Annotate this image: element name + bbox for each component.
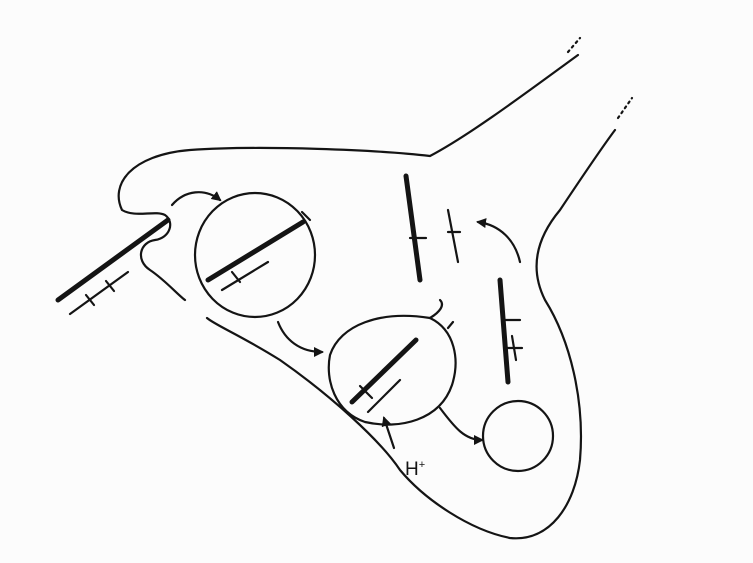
proton-label: H+ [405,459,425,480]
early-endosome [195,193,315,317]
arrow-endosome-to-late-endosome [278,322,322,352]
arrow-receptor-recycling [478,222,520,262]
recycling-vesicle [483,401,553,471]
membrane-extension-dots-1 [568,38,580,52]
surface-receptor-complex [58,220,168,314]
arrow-late-endosome-to-vesicle [440,408,482,440]
cell-membrane-upper [119,55,578,300]
late-endosome [329,300,456,425]
membrane-extension-dots-2 [618,98,632,118]
free-receptor [406,176,460,280]
arrow-proton-entry [384,418,394,448]
arrow-pit-to-endosome [172,192,220,205]
dissociated-receptor [500,280,522,382]
